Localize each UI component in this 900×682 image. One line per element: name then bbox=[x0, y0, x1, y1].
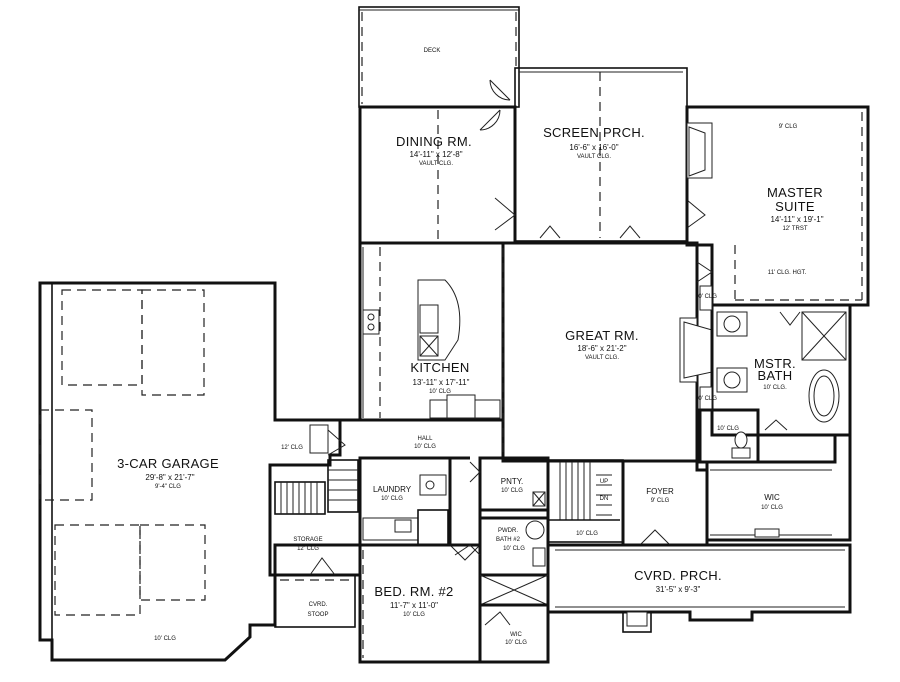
mb-side-ceiling-2: 10' CLG bbox=[695, 396, 717, 402]
bedroom-2-ceiling: 10' CLG bbox=[403, 612, 425, 618]
kitchen-dims: 13'-11" x 17'-11" bbox=[413, 378, 470, 387]
garage-ceiling-bottom: 10' CLG bbox=[154, 636, 176, 642]
hall-ceiling: 10' CLG bbox=[414, 444, 436, 450]
garage bbox=[38, 281, 346, 662]
dining-room-ceiling: VAULT CLG. bbox=[419, 161, 453, 167]
stoop-label-2: STOOP bbox=[308, 612, 329, 618]
covered-porch-dims: 31'-5" x 9'-3" bbox=[656, 585, 701, 594]
powder-bath-label-1: PWDR. bbox=[498, 528, 518, 534]
powder-bath-label-2: BATH #2 bbox=[496, 537, 521, 543]
pantry-ceiling: 10' CLG bbox=[501, 488, 523, 494]
garage-stairs bbox=[274, 459, 359, 515]
master-bath-label-2: BATH bbox=[758, 368, 793, 383]
covered-porch bbox=[548, 543, 852, 633]
master-bath-label-1: MSTR. bbox=[754, 356, 796, 371]
storage-label: STORAGE bbox=[293, 537, 322, 543]
garage-label: 3-CAR GARAGE bbox=[117, 456, 219, 471]
laundry-ceiling: 10' CLG bbox=[381, 496, 403, 502]
laundry-label: LAUNDRY bbox=[373, 485, 412, 494]
bedroom-2 bbox=[358, 543, 550, 664]
dining-room-label: DINING RM. bbox=[396, 134, 472, 149]
deck-area bbox=[358, 6, 520, 108]
bedroom-2-dims: 11'-7" x 11'-0" bbox=[390, 601, 438, 610]
storage-ceiling: 12' CLG bbox=[297, 546, 319, 552]
pantry-label: PNTY. bbox=[501, 477, 524, 486]
master-suite-ceiling-top: 9' CLG bbox=[779, 124, 798, 130]
storage-stoop bbox=[273, 543, 362, 628]
wc-ceiling: 10' CLG bbox=[717, 426, 739, 432]
master-suite-ceiling: 12' TRST bbox=[782, 226, 807, 232]
hall-side-ceiling: 12' CLG bbox=[281, 445, 303, 451]
wic-master-label: WIC bbox=[764, 493, 780, 502]
master-suite-label-2: SUITE bbox=[775, 199, 815, 214]
garage-dims: 29'-8" x 21'-7" bbox=[145, 473, 194, 482]
master-bath bbox=[699, 285, 852, 437]
stoop-label-1: CVRD. bbox=[309, 602, 328, 608]
hall-label: HALL bbox=[417, 436, 433, 442]
great-room bbox=[501, 241, 713, 463]
master-suite-label-1: MASTER bbox=[767, 185, 823, 200]
covered-porch-label: CVRD. PRCH. bbox=[634, 568, 722, 583]
stair-ceiling: 10' CLG bbox=[576, 531, 598, 537]
great-room-dims: 18'-6" x 21'-2" bbox=[577, 344, 626, 353]
wic-master-ceiling: 10' CLG bbox=[761, 505, 783, 511]
screen-porch-ceiling: VAULT CLG. bbox=[577, 154, 611, 160]
stair-up-label: UP bbox=[600, 479, 608, 485]
master-suite-dims: 14'-11" x 19'-1" bbox=[770, 215, 823, 224]
kitchen-ceiling: 10' CLG bbox=[429, 389, 451, 395]
dining-room-dims: 14'-11" x 12'-8" bbox=[409, 150, 462, 159]
wic-bed2-label: WIC bbox=[510, 632, 522, 638]
powder-bath-ceiling: 10' CLG bbox=[503, 546, 525, 552]
great-room-ceiling: VAULT CLG. bbox=[585, 355, 619, 361]
mb-side-ceiling-1: 10' CLG bbox=[695, 294, 717, 300]
dining-room bbox=[358, 105, 517, 245]
master-bath-ceiling: 10' CLG. bbox=[763, 385, 787, 391]
deck-label: DECK bbox=[424, 48, 441, 54]
stair-dn-label: DN bbox=[600, 496, 609, 502]
hall-laundry bbox=[340, 418, 550, 547]
kitchen-label: KITCHEN bbox=[410, 360, 469, 375]
bedroom-2-label: BED. RM. #2 bbox=[374, 584, 453, 599]
screen-porch-dims: 16'-6" x 16'-0" bbox=[569, 143, 618, 152]
wic-bed2-ceiling: 10' CLG bbox=[505, 640, 527, 646]
great-room-label: GREAT RM. bbox=[565, 328, 639, 343]
foyer-label: FOYER bbox=[646, 487, 674, 496]
master-suite-ceiling-note: 11' CLG. HGT. bbox=[768, 270, 807, 276]
garage-ceiling: 9'-4" CLG bbox=[155, 484, 181, 490]
screen-porch-label: SCREEN PRCH. bbox=[543, 125, 645, 140]
foyer-ceiling: 9' CLG bbox=[651, 498, 670, 504]
